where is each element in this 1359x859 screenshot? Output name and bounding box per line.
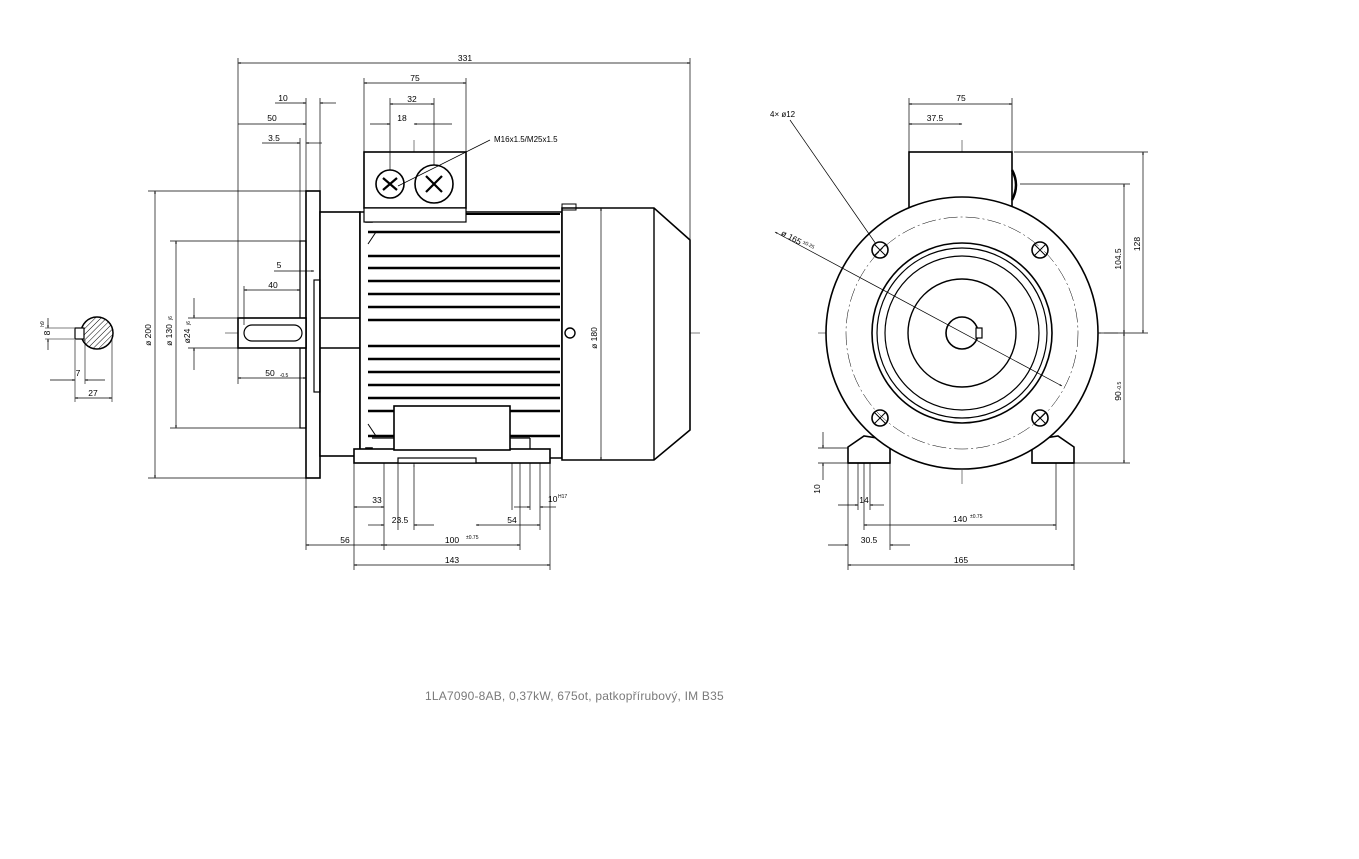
foot-hole-spacing-front-label: 140 — [953, 514, 967, 524]
flange-hub — [319, 211, 361, 457]
foot-edge-label: 30.5 — [861, 535, 878, 545]
key-width-tolerance: h9 — [40, 321, 46, 327]
drawing-caption: 1LA7090-8AB, 0,37kW, 675ot, patkopřírubo… — [425, 689, 724, 703]
key-length-label: 40 — [268, 280, 278, 290]
box-height-label: 128 — [1132, 237, 1142, 251]
flange-diameter-label: ø 200 — [143, 324, 153, 346]
flange-thickness-label: 10 — [278, 93, 288, 103]
foot-span-label: 165 — [954, 555, 968, 565]
shaft-height-label-front: 90 — [1113, 391, 1123, 401]
foot-hole-spacing-front-tolerance: ±0.75 — [970, 514, 983, 520]
shaft — [237, 317, 307, 349]
bolt-holes-note: 4× ø12 — [770, 110, 796, 119]
spigot-diameter-tolerance: j6 — [168, 316, 174, 321]
shaft-section-circle — [80, 316, 114, 350]
shaft-length-tolerance: -0.5 — [280, 373, 289, 379]
spigot-diameter-label: ø 130 — [164, 324, 174, 346]
side-view-dimension-lines — [148, 58, 691, 570]
shaft-height-tolerance: -0.5 — [1117, 381, 1123, 390]
foot-hole-spacing-tolerance: ±0.75 — [466, 535, 479, 541]
foot-width-label: 54 — [507, 515, 517, 525]
pcd-tolerance: ±0.25 — [802, 240, 816, 251]
spigot-depth-label: 3.5 — [268, 133, 280, 143]
front-flange — [825, 196, 1099, 470]
fan-cover — [561, 207, 691, 461]
foot-hole-offset-label: 33 — [372, 495, 382, 505]
key-width-label: 8 — [42, 330, 52, 335]
shaft-height-label: 27 — [88, 388, 98, 398]
thread-note: M16x1.5/M25x1.5 — [494, 135, 558, 144]
foot-slot-label: 14 — [859, 495, 869, 505]
foot-hole-label: 10 — [548, 494, 558, 504]
overall-length-label: 331 — [458, 53, 472, 63]
foot-thickness-label: 10 — [812, 484, 822, 494]
front-box-width-label: 75 — [956, 93, 966, 103]
foot-hole-tolerance: H17 — [558, 494, 567, 500]
bolt-hole — [871, 409, 889, 427]
fan-cover-diameter-label: ø 180 — [589, 327, 599, 349]
terminal-box-width-label: 75 — [410, 73, 420, 83]
gland-offset-label: 18 — [397, 113, 407, 123]
shaft-length-label: 50 — [265, 368, 275, 378]
shaft-keyway-slot — [243, 324, 303, 342]
side-view — [225, 140, 700, 479]
front-view — [818, 140, 1120, 485]
flange-to-foot-label: 56 — [340, 535, 350, 545]
foot-hole-spacing-label: 100 — [445, 535, 459, 545]
shaft-keyway — [74, 327, 85, 340]
foot-length-label: 143 — [445, 555, 459, 565]
shaft-diameter-tolerance: j6 — [186, 321, 192, 326]
key-depth-label: 7 — [76, 368, 81, 378]
flange — [305, 190, 321, 479]
gland-spacing-label: 32 — [407, 94, 417, 104]
foot-step-label: 23.5 — [392, 515, 409, 525]
front-view-dimension-lines — [774, 98, 1148, 570]
key-offset-label: 5 — [277, 260, 282, 270]
front-box-half-label: 37.5 — [927, 113, 944, 123]
gland-height-label: 104.5 — [1113, 248, 1123, 270]
shaft-to-flange-label: 50 — [267, 113, 277, 123]
shaft-cross-section — [45, 316, 114, 402]
shaft-diameter-label: ø24 — [182, 328, 192, 343]
bolt-hole — [1031, 409, 1049, 427]
pcd-label: ø 165 — [779, 228, 803, 247]
